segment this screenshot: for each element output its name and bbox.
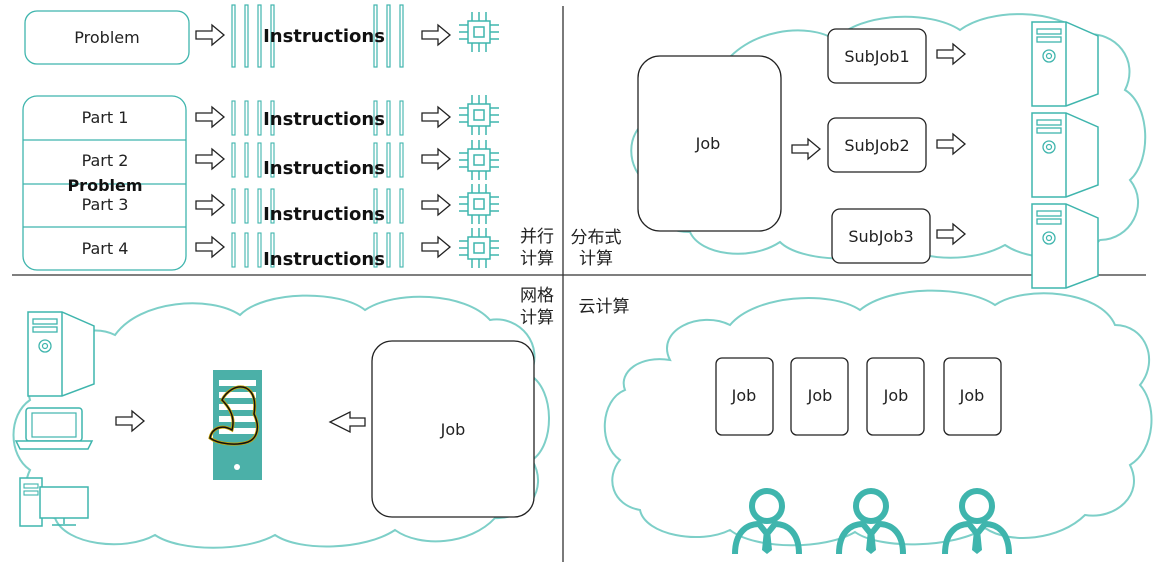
job-label: Job [731,386,757,405]
parallel-caption-line2: 计算 [520,249,554,269]
server-tower-icon [1031,112,1099,198]
job-box [637,55,782,232]
distributed-caption-line2: 计算 [579,249,613,269]
arrow-right-icon [421,24,451,46]
distributed-caption-line1: 分布式 [571,228,622,248]
chip-icon [458,183,500,225]
chip-icon [458,94,500,136]
instructions-label: Instructions [263,109,385,130]
chip-icon [458,227,500,269]
grid-computing-quadrant: Job 网格 计算 [12,286,554,549]
arrow-right-icon [421,236,451,258]
subjob-label: SubJob3 [848,227,913,246]
parallel-computing-quadrant: Problem Instructions Part 1 Part 2 Probl… [22,4,554,271]
instructions-label: Instructions [263,158,385,179]
instructions-label: Instructions [263,204,385,225]
part-label: Part 2 [82,151,129,170]
single-problem-box [24,10,190,65]
grid-caption-line1: 网格 [520,286,554,306]
part-label: Part 4 [82,239,129,258]
arrow-right-icon [195,194,225,216]
strong-arm-icon [208,385,259,446]
job-box [715,357,774,436]
job-label: Job [440,420,466,439]
grid-caption-line2: 计算 [520,308,554,328]
single-problem-label: Problem [74,28,139,47]
server-tower-icon [1031,21,1099,107]
subjob-label: SubJob1 [844,47,909,66]
arrow-right-icon [421,194,451,216]
chip-icon [458,139,500,181]
arrow-right-icon [195,236,225,258]
part-label: Part 1 [82,108,129,127]
job-box [943,357,1002,436]
instructions-label: Instructions [263,26,385,47]
job-label: Job [807,386,833,405]
subjob-box [827,28,927,84]
laptop-icon [14,407,94,450]
instructions-label: Instructions [263,249,385,270]
subjob-label: SubJob2 [844,136,909,155]
arrow-right-icon [195,106,225,128]
server-tower-icon [1031,203,1099,289]
arrow-left-icon [328,410,366,434]
split-problem-label: Problem [67,176,142,195]
job-label: Job [883,386,909,405]
arrow-right-icon [195,148,225,170]
server-tower-icon [27,311,95,397]
part-label: Part 3 [82,195,129,214]
job-box [790,357,849,436]
arrow-right-icon [195,24,225,46]
job-label: Job [959,386,985,405]
chip-icon [458,11,500,53]
arrow-right-icon [421,106,451,128]
subjob-box [827,117,927,173]
job-box [371,340,535,518]
distributed-computing-quadrant: Job SubJob1 SubJob2 SubJob3 分布式 计算 [571,13,1147,289]
desktop-icon [19,477,89,527]
arrow-right-icon [421,148,451,170]
subjob-box [831,208,931,264]
job-label: Job [695,134,721,153]
job-box [866,357,925,436]
cloud-caption: 云计算 [579,297,630,317]
parallel-caption-line1: 并行 [520,227,554,247]
cloud-computing-quadrant: Job Job Job Job 云计算 [579,289,1153,554]
